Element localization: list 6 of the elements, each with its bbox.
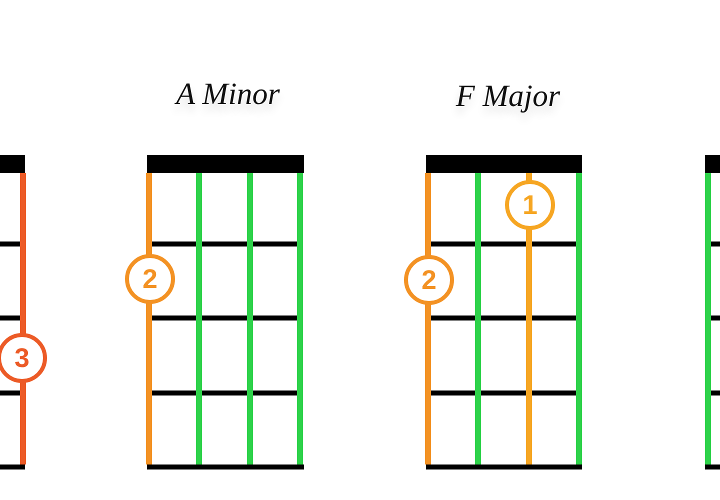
finger-number: 3 — [14, 344, 30, 372]
finger-number: 2 — [142, 266, 158, 292]
finger-number: 2 — [421, 266, 437, 294]
finger-number: 1 — [522, 192, 538, 218]
chord-title: A Minor — [176, 76, 280, 112]
chord-title: F Major — [456, 78, 560, 114]
